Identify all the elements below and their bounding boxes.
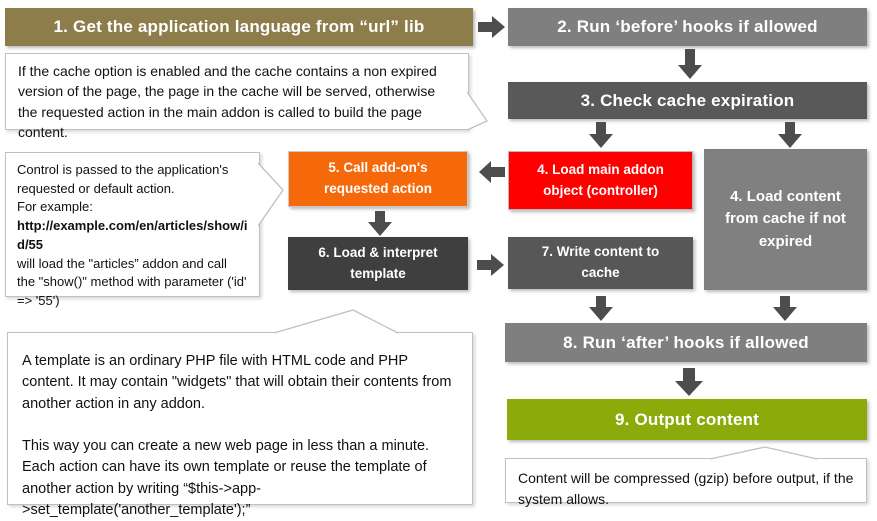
step1-label: 1. Get the application language from “ur… <box>53 17 425 36</box>
step2-box: 2. Run ‘before’ hooks if allowed <box>508 8 867 46</box>
step4-cache-box: 4. Load content from cache if not expire… <box>704 149 867 290</box>
template-note-p1: A template is an ordinary PHP file with … <box>22 353 452 412</box>
arrow-down-2-to-3-icon <box>678 49 702 79</box>
step1-box: 1. Get the application language from “ur… <box>5 8 473 46</box>
action-note: Control is passed to the application's r… <box>5 152 260 308</box>
output-note-text: Content will be compressed (gzip) before… <box>518 470 854 507</box>
step4-cache-label: 4. Load content from cache if not expire… <box>725 187 846 250</box>
action-note-line3: will load the "articles” addon and call … <box>17 255 247 309</box>
arrow-left-4main-to-5-icon <box>479 161 505 183</box>
arrow-down-5-to-6-icon <box>368 211 392 236</box>
step7-label: 7. Write content to cache <box>541 244 660 280</box>
step4-main-box: 4. Load main addon object (controller) <box>508 151 693 210</box>
step3-label: 3. Check cache expiration <box>580 90 795 110</box>
action-note-url: http://example.com/en/articles/show/id/5… <box>17 218 248 252</box>
step9-label: 9. Output content <box>614 409 760 429</box>
cache-note-text: If the cache option is enabled and the c… <box>18 63 437 140</box>
arrow-right-1-to-2-icon <box>478 16 505 38</box>
step6-label: 6. Load & interpret template <box>318 244 438 281</box>
arrow-down-8-to-9-icon <box>675 368 703 396</box>
action-note-line1: Control is passed to the application's r… <box>17 162 229 196</box>
template-note-pointer-icon <box>273 309 399 334</box>
template-note-p2: This way you can create a new web page i… <box>22 437 430 518</box>
step8-box: 8. Run ‘after’ hooks if allowed <box>505 323 867 362</box>
step2-label: 2. Run ‘before’ hooks if allowed <box>557 17 818 36</box>
cache-note-pointer-icon <box>467 91 488 131</box>
output-note: Content will be compressed (gzip) before… <box>505 458 867 507</box>
step8-label: 8. Run ‘after’ hooks if allowed <box>563 332 809 352</box>
step7-box: 7. Write content to cache <box>508 237 693 289</box>
arrow-right-6-to-7-icon <box>477 254 504 276</box>
step5-box: 5. Call add-on's requested action <box>288 151 468 207</box>
step9-box: 9. Output content <box>507 399 867 440</box>
arrow-down-4cache-to-8-icon <box>773 296 797 321</box>
action-note-line2: For example: <box>17 199 93 215</box>
template-note: A template is an ordinary PHP file with … <box>7 332 473 518</box>
action-note-pointer-icon <box>258 162 284 227</box>
cache-note: If the cache option is enabled and the c… <box>5 53 469 140</box>
step6-box: 6. Load & interpret template <box>288 237 468 290</box>
arrow-down-3-to-4cache-icon <box>778 122 802 148</box>
output-note-pointer-icon <box>709 446 818 460</box>
arrow-down-3-to-4main-icon <box>589 122 613 148</box>
step5-label: 5. Call add-on's requested action <box>323 160 433 196</box>
step4-main-label: 4. Load main addon object (controller) <box>537 161 664 198</box>
arrow-down-7-to-8-icon <box>589 296 613 321</box>
step3-box: 3. Check cache expiration <box>508 82 867 119</box>
